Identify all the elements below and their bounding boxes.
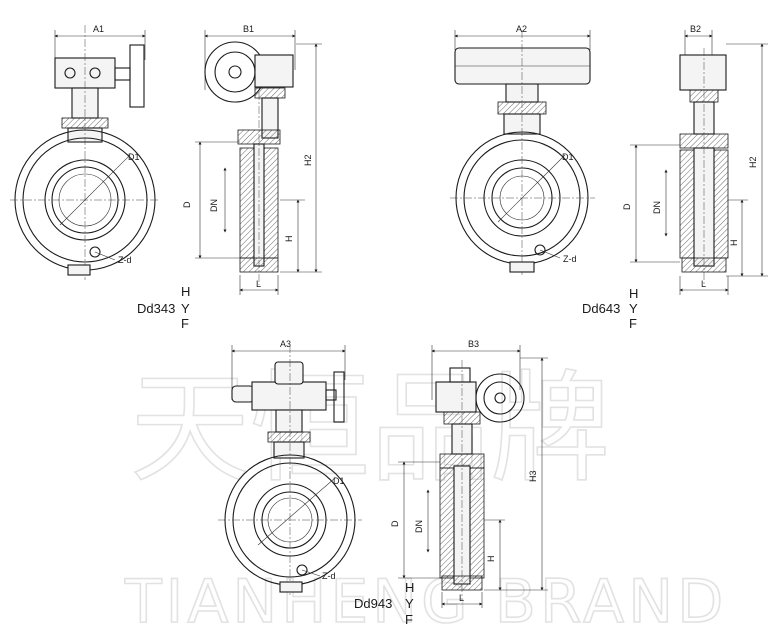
dim-dn-3: DN: [414, 520, 424, 533]
model-dd943-y: Y: [405, 596, 414, 611]
dim-h-2: H: [729, 240, 739, 247]
model-dd943-f: F: [405, 612, 413, 627]
dim-b3: B3: [468, 339, 479, 349]
dim-d1-3: D1: [333, 476, 345, 486]
dim-b2: B2: [690, 24, 701, 34]
dim-h-3: H: [486, 556, 496, 563]
model-dd643-h: H: [629, 286, 638, 301]
model-dd343-h: H: [181, 284, 190, 299]
dim-l-1: L: [256, 279, 261, 289]
model-dd643-y: Y: [629, 301, 638, 316]
dd643-side-view: B2 D DN H H2 L: [622, 24, 768, 295]
model-label-dd643: H Dd643 Y F: [582, 286, 638, 331]
model-dd943-h: H: [405, 580, 414, 595]
dim-zd-3: Z-d: [322, 571, 336, 581]
dim-h3: H3: [528, 470, 538, 482]
dd643-front-view: A2 D1 Z-d: [450, 24, 595, 275]
watermark-en: TIANHENG BRAND: [124, 567, 727, 636]
dim-d-3: D: [390, 520, 400, 527]
model-dd943-name: Dd943: [354, 596, 392, 611]
dim-b1: B1: [243, 24, 254, 34]
dim-dn-2: DN: [652, 201, 662, 214]
dim-h2-2: H2: [748, 156, 758, 168]
dd943-front-view: A3 D1 Z-d: [218, 339, 362, 595]
dim-a1: A1: [93, 24, 104, 34]
dim-l-2: L: [701, 279, 706, 289]
dim-d-2: D: [622, 203, 632, 210]
dim-a3: A3: [280, 339, 291, 349]
dd943-side-view: B3 D DN H H3 L: [390, 339, 548, 608]
dd343-front-view: A1 D1 Z-d: [10, 24, 160, 280]
watermark: 天恒品牌 TIANHENG BRAND: [123, 359, 727, 636]
model-dd343-f: F: [181, 316, 189, 331]
dim-d-1: D: [182, 201, 192, 208]
model-dd643-f: F: [629, 316, 637, 331]
dd343-side-view: B1 D DN H H2 L: [182, 24, 322, 295]
model-dd343-y: Y: [181, 301, 190, 316]
dim-h-1: H: [284, 236, 294, 243]
dim-zd-1: Z-d: [118, 255, 132, 265]
model-dd343-name: Dd343: [137, 301, 175, 316]
watermark-cn: 天恒品牌: [130, 360, 610, 499]
model-dd643-name: Dd643: [582, 301, 620, 316]
model-label-dd343: H Dd343 Y F: [137, 284, 190, 331]
dim-d1-1: D1: [128, 152, 140, 162]
dim-zd-2: Z-d: [563, 254, 577, 264]
dim-h2-1: H2: [303, 154, 313, 166]
dim-d1-2: D1: [562, 152, 574, 162]
dim-a2: A2: [516, 24, 527, 34]
dim-l-3: L: [459, 593, 464, 603]
dim-dn-1: DN: [209, 199, 219, 212]
model-label-dd943: H Dd943 Y F: [354, 580, 414, 627]
